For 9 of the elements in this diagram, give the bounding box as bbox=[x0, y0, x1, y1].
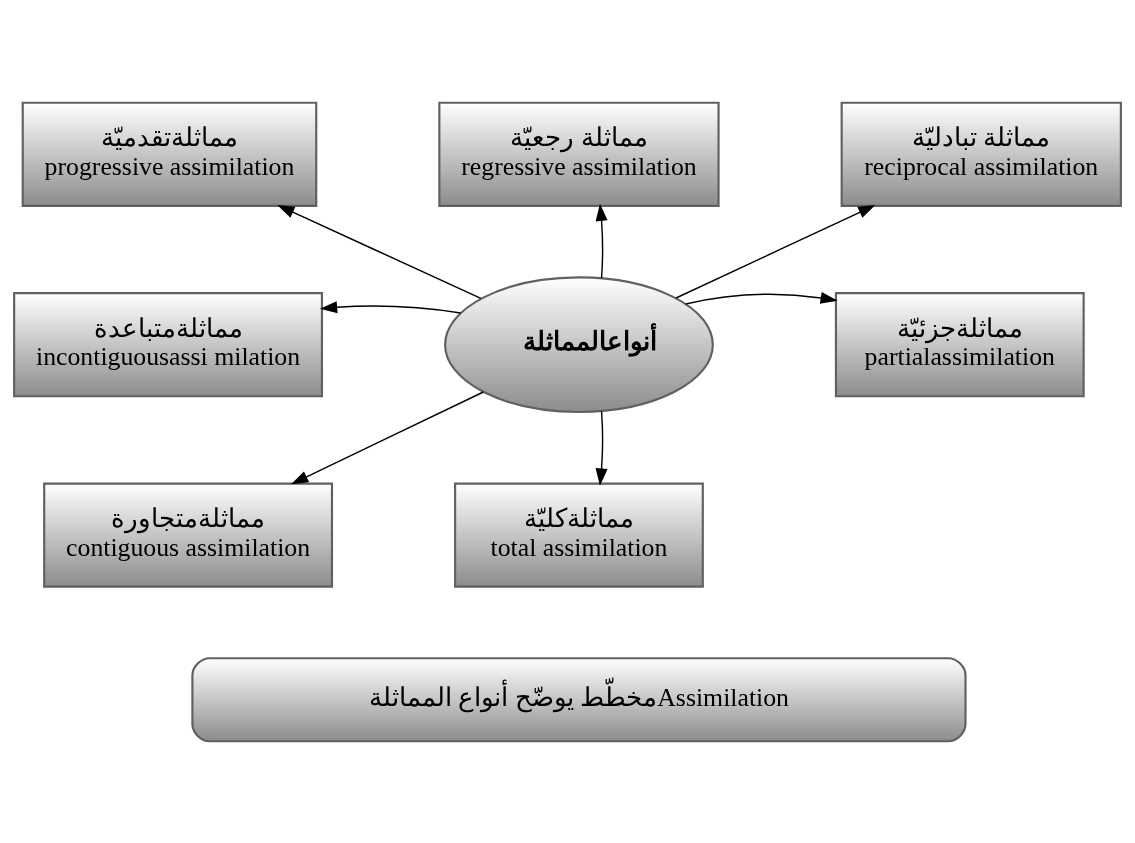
arrow bbox=[595, 203, 608, 279]
arrow bbox=[319, 300, 462, 314]
arrow bbox=[675, 204, 876, 299]
arrow bbox=[291, 390, 485, 484]
node-ellipse: أنواعالمماثلة bbox=[444, 275, 714, 413]
arrow bbox=[595, 409, 608, 486]
node-box: مخطّط يوضّح أنواع المماثلةAssimilation bbox=[191, 656, 967, 742]
arrow bbox=[684, 291, 838, 305]
arrow bbox=[277, 204, 482, 299]
